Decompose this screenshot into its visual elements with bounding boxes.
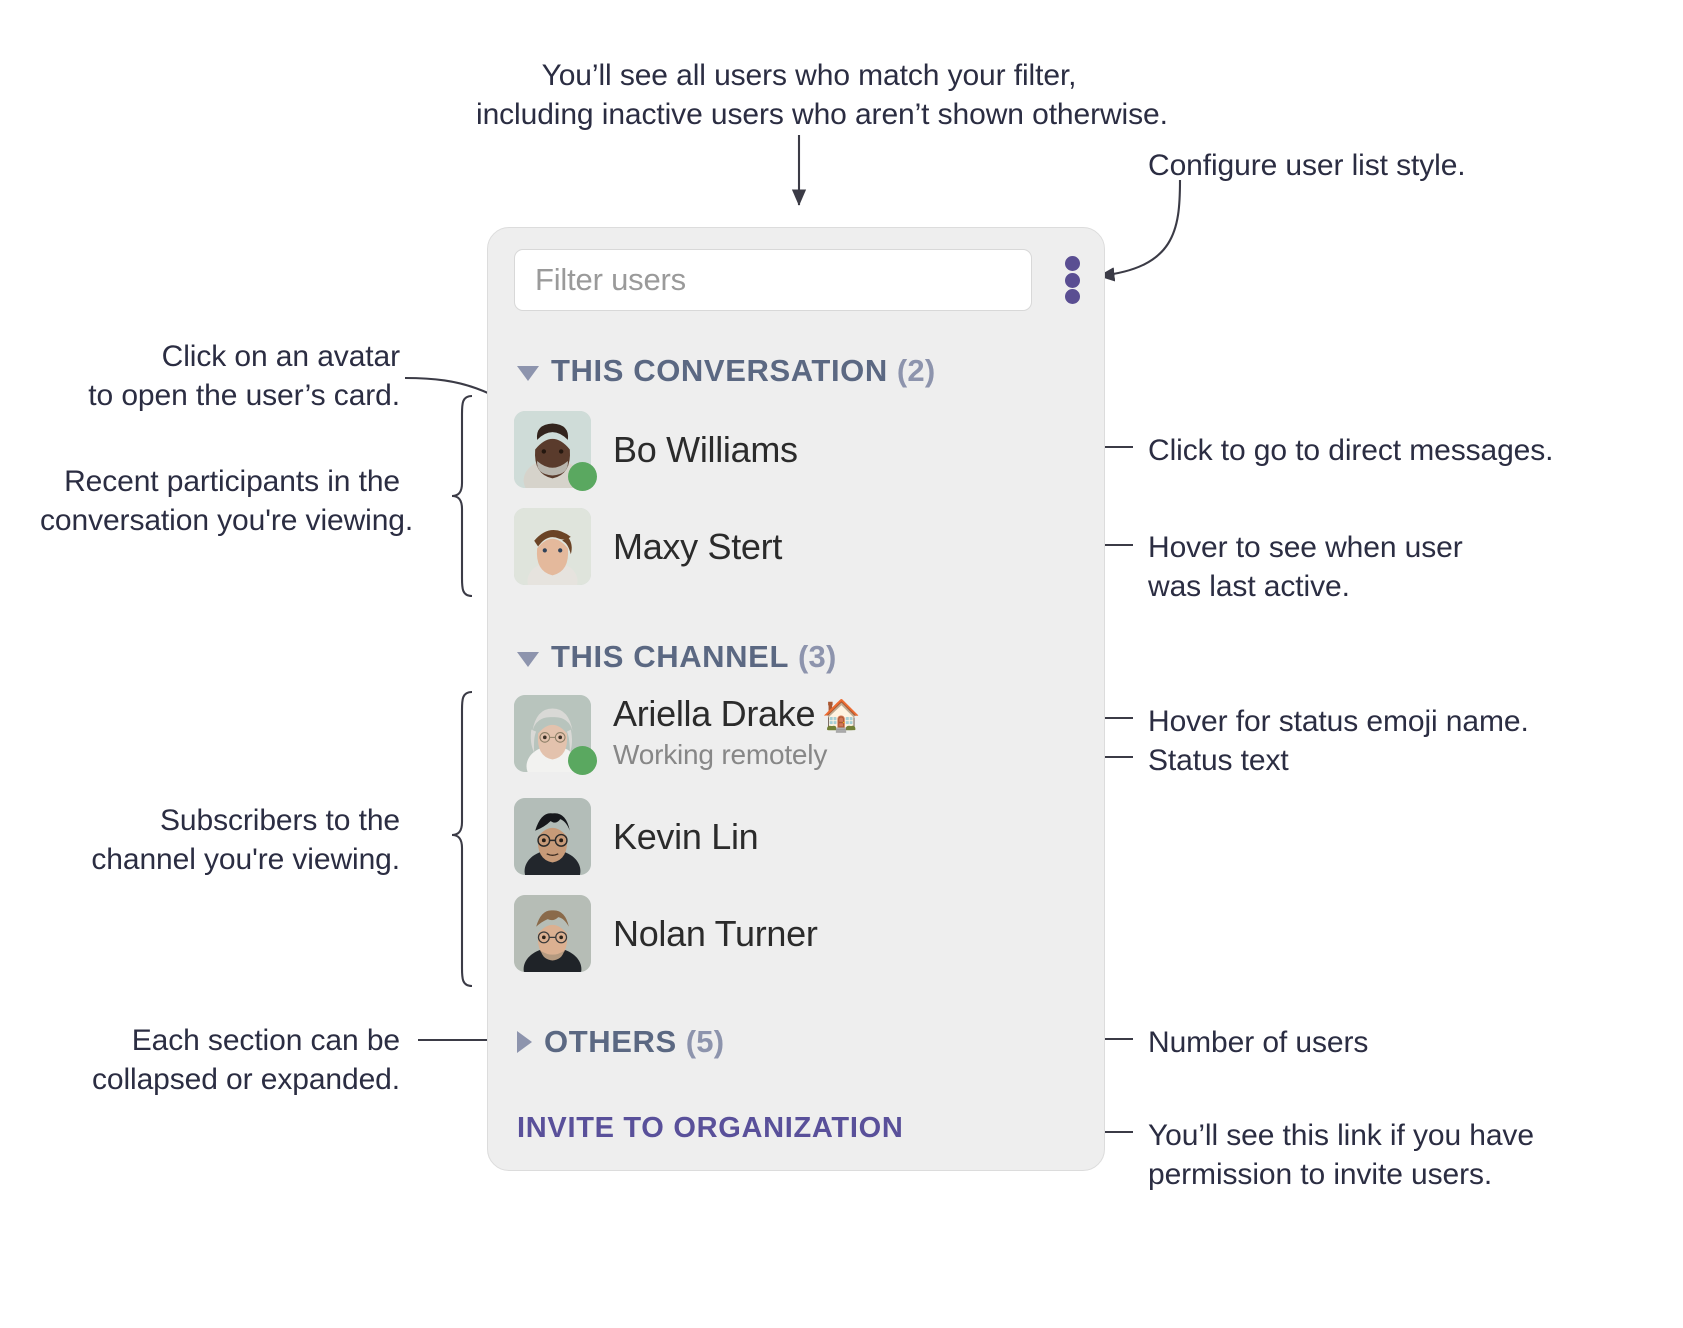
triangle-down-icon: [517, 365, 539, 381]
annotation-click-avatar: Click on an avatar to open the user’s ca…: [88, 340, 400, 412]
user-text-block: Maxy Stert: [613, 525, 783, 567]
presence-indicator-active: [568, 462, 597, 491]
section-count: (5): [685, 1024, 725, 1059]
user-name: Kevin Lin: [613, 815, 759, 857]
section-count: (2): [896, 353, 936, 388]
avatar[interactable]: [514, 411, 597, 491]
annotation-status-emoji-name: Hover for status emoji name.: [1148, 705, 1529, 738]
avatar[interactable]: [514, 695, 597, 775]
invite-to-organization-link[interactable]: INVITE TO ORGANIZATION: [517, 1112, 904, 1144]
user-name: Ariella Drake🏠: [613, 693, 861, 735]
section-label: THIS CONVERSATION: [551, 353, 888, 388]
annotation-number-of-users: Number of users: [1148, 1026, 1369, 1059]
annotation-status-text: Status text: [1148, 744, 1289, 777]
user-name: Bo Williams: [613, 428, 798, 470]
triangle-right-icon: [517, 1031, 532, 1053]
user-name-text: Ariella Drake: [613, 693, 816, 735]
avatar[interactable]: [514, 798, 591, 875]
kebab-dot-3: [1064, 289, 1080, 304]
avatar-image: [514, 508, 591, 585]
user-text-block: Nolan Turner: [613, 912, 818, 954]
user-text-block: Kevin Lin: [613, 815, 759, 857]
annotation-each-section: Each section can be collapsed or expande…: [91, 1024, 400, 1096]
kebab-menu-icon[interactable]: [1060, 256, 1084, 304]
annotation-filter-users: You’ll see all users who match your filt…: [476, 59, 1168, 131]
annotation-invite-permission: You’ll see this link if you have permiss…: [1148, 1119, 1534, 1191]
avatar-image: [514, 895, 591, 972]
kebab-dot-1: [1064, 256, 1080, 271]
annotation-subscribers: Subscribers to the channel you're viewin…: [91, 804, 400, 876]
user-row-ariella-drake[interactable]: Ariella Drake🏠 Working remotely: [514, 693, 861, 775]
annotation-last-active: Hover to see when user was last active.: [1148, 531, 1463, 603]
section-count: (3): [797, 639, 837, 674]
user-row-bo-williams[interactable]: Bo Williams: [514, 411, 798, 491]
annotation-direct-messages: Click to go to direct messages.: [1148, 434, 1554, 467]
user-row-maxy-stert[interactable]: Maxy Stert: [514, 508, 782, 585]
avatar-image: [514, 411, 591, 488]
avatar-image: [514, 798, 591, 875]
user-name: Maxy Stert: [613, 525, 783, 567]
annotation-configure-list: Configure user list style.: [1148, 149, 1466, 182]
user-text-block: Bo Williams: [613, 428, 798, 470]
section-header-this-conversation[interactable]: THIS CONVERSATION (2): [517, 353, 935, 389]
search-placeholder: Filter users: [535, 262, 686, 297]
search-input[interactable]: Filter users: [514, 249, 1032, 311]
section-header-this-channel[interactable]: THIS CHANNEL (3): [517, 639, 836, 675]
status-emoji-house-icon[interactable]: 🏠: [822, 698, 861, 734]
user-status-text: Working remotely: [613, 738, 828, 770]
triangle-down-icon: [517, 651, 539, 667]
user-name: Nolan Turner: [613, 912, 818, 954]
user-row-nolan-turner[interactable]: Nolan Turner: [514, 895, 818, 972]
section-label: OTHERS: [544, 1024, 677, 1059]
section-header-others[interactable]: OTHERS (5): [517, 1024, 724, 1060]
presence-indicator-active: [568, 746, 597, 775]
kebab-dot-2: [1064, 272, 1080, 288]
user-row-kevin-lin[interactable]: Kevin Lin: [514, 798, 759, 875]
user-list-panel: Filter users THIS CONVERSATION (2): [487, 227, 1105, 1171]
avatar[interactable]: [514, 895, 591, 972]
user-text-block: Ariella Drake🏠 Working remotely: [613, 693, 861, 772]
section-label: THIS CHANNEL: [551, 639, 789, 674]
annotation-recent-participants: Recent participants in the conversation …: [40, 465, 414, 537]
avatar[interactable]: [514, 508, 591, 585]
